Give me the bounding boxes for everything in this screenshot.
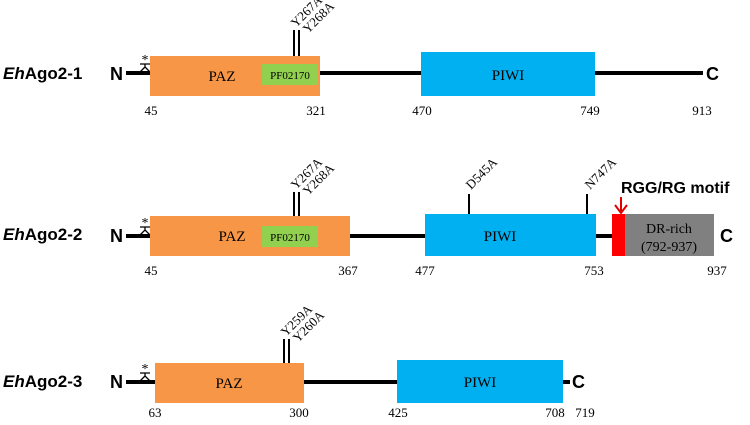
protein-name: EhAgo2-3 xyxy=(3,372,82,391)
position-label: 913 xyxy=(692,103,712,118)
nls-symbol xyxy=(138,63,152,74)
mutation-label: D545A xyxy=(463,154,501,192)
position-label: 470 xyxy=(412,103,432,118)
star-label: * xyxy=(142,53,149,68)
c-terminus-label: C xyxy=(572,372,585,392)
nls-marker: * xyxy=(138,362,152,383)
nls-marker: * xyxy=(138,216,152,237)
piwi-domain xyxy=(421,52,595,96)
arrow-head-icon xyxy=(614,204,628,215)
position-label: 708 xyxy=(545,405,565,420)
position-label: 367 xyxy=(338,263,358,278)
protein-ago2-1: EhAgo2-1 N C * PAZ PF02170 Y267A Y268A P… xyxy=(3,0,719,118)
position-label: 321 xyxy=(306,103,326,118)
paz-domain xyxy=(155,363,304,403)
position-label: 45 xyxy=(145,263,158,278)
nls-marker: * xyxy=(138,53,152,74)
piwi-domain xyxy=(397,360,563,403)
pfam-domain xyxy=(262,64,318,85)
mutation-label: N747A xyxy=(582,154,620,192)
protein-ago2-3: EhAgo2-3 N C * PAZ Y259A Y260A PIWI 63 3… xyxy=(3,301,595,420)
rgg-motif-block xyxy=(612,214,625,256)
pfam-label: PF02170 xyxy=(270,70,310,82)
position-label: 719 xyxy=(575,405,595,420)
rgg-motif-label: RGG/RG motif xyxy=(621,180,730,197)
n-terminus-label: N xyxy=(110,372,123,392)
piwi-domain xyxy=(425,214,596,256)
protein-ago2-2: EhAgo2-2 N C * PAZ PF02170 Y267A Y268A P… xyxy=(3,154,733,278)
n-terminus-label: N xyxy=(110,64,123,84)
position-label: 753 xyxy=(584,263,604,278)
position-label: 63 xyxy=(149,405,162,420)
position-label: 425 xyxy=(388,405,408,420)
pfam-label: PF02170 xyxy=(270,232,310,244)
position-label: 45 xyxy=(145,103,158,118)
piwi-label: PIWI xyxy=(492,68,525,84)
paz-domain xyxy=(150,216,350,256)
piwi-label: PIWI xyxy=(484,229,517,245)
dr-rich-range: (792-937) xyxy=(641,240,697,255)
c-terminus-label: C xyxy=(720,226,733,246)
dr-rich-region xyxy=(625,214,714,256)
nls-symbol xyxy=(138,226,152,237)
paz-label: PAZ xyxy=(209,69,236,85)
dr-rich-label: DR-rich xyxy=(646,222,692,237)
protein-name: EhAgo2-2 xyxy=(3,225,82,244)
position-label: 749 xyxy=(580,103,600,118)
c-terminus-label: C xyxy=(706,64,719,84)
paz-label: PAZ xyxy=(219,229,246,245)
position-label: 937 xyxy=(707,263,727,278)
position-label: 300 xyxy=(289,405,309,420)
n-terminus-label: N xyxy=(110,226,123,246)
paz-label: PAZ xyxy=(216,376,243,392)
pfam-domain xyxy=(262,226,318,247)
star-label: * xyxy=(142,362,149,377)
piwi-label: PIWI xyxy=(464,375,497,391)
position-label: 477 xyxy=(415,263,435,278)
nls-symbol xyxy=(138,372,152,383)
protein-name: EhAgo2-1 xyxy=(3,64,82,83)
star-label: * xyxy=(142,216,149,231)
